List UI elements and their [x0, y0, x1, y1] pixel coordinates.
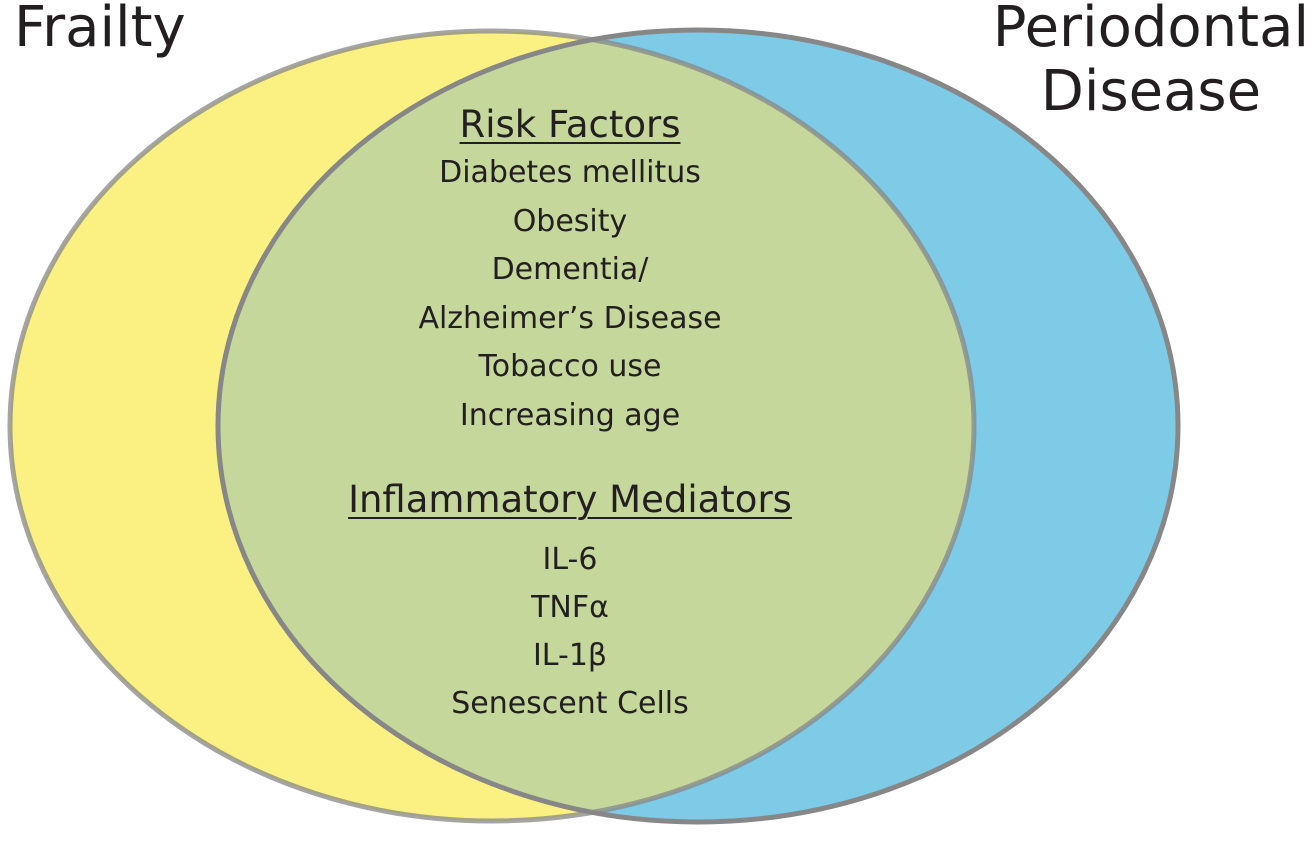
mediator-item: TNFα — [531, 590, 609, 626]
periodontal-disease-label-line-2: Disease — [1040, 59, 1262, 125]
frailty-circle-outline — [7, 28, 977, 824]
periodontal-disease-circle-outline — [215, 27, 1181, 825]
risk-factor-item: Diabetes mellitus — [439, 155, 701, 191]
frailty-label: Frailty — [14, 0, 186, 60]
inflammatory-mediators-heading: Inflammatory Mediators — [348, 478, 792, 521]
risk-factor-item: Increasing age — [459, 397, 681, 433]
inflammatory-mediators-list: IL-6 TNFα IL-1β Senescent Cells — [348, 536, 792, 728]
risk-factors-list: Diabetes mellitus Obesity Dementia/ Alzh… — [418, 149, 721, 440]
mediator-item: IL-6 — [542, 542, 598, 578]
mediator-item: Senescent Cells — [451, 686, 689, 722]
risk-factor-item: Alzheimer’s Disease — [418, 300, 722, 336]
risk-factor-item: Dementia/ — [491, 252, 649, 288]
risk-factor-item: Tobacco use — [478, 349, 662, 385]
risk-factors-section: Risk Factors Diabetes mellitus Obesity D… — [418, 103, 721, 440]
mediator-item: IL-1β — [532, 638, 608, 674]
periodontal-disease-label: Periodontal Disease — [993, 0, 1309, 125]
risk-factors-heading: Risk Factors — [459, 103, 681, 146]
periodontal-disease-label-line-1: Periodontal — [992, 0, 1309, 60]
inflammatory-mediators-section: Inflammatory Mediators IL-6 TNFα IL-1β S… — [348, 478, 792, 728]
risk-factor-item: Obesity — [512, 203, 628, 239]
